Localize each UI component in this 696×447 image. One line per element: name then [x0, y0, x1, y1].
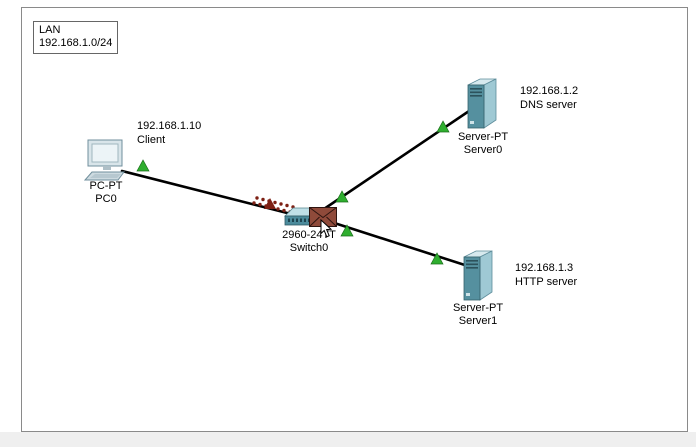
pc0-model: PC-PT	[89, 180, 123, 192]
pc-icon	[83, 139, 125, 181]
server0-model: Server-PT	[457, 131, 509, 143]
switch0-label: 2960-24TT Switch0	[259, 229, 359, 255]
pdu-envelope-icon[interactable]	[309, 207, 337, 227]
mouse-cursor-icon	[320, 219, 333, 238]
device-server0[interactable]	[464, 76, 500, 132]
link-status-up-server1	[430, 252, 444, 265]
link-status-up-server0	[436, 120, 450, 133]
server1-label: Server-PT Server1	[428, 302, 528, 328]
server1-role: HTTP server	[515, 276, 578, 288]
server-icon	[467, 78, 497, 129]
canvas-outer-margin	[0, 432, 696, 447]
pc0-annotation: 192.168.1.10 Client	[137, 119, 201, 147]
link-switch0-server0[interactable]	[319, 105, 477, 213]
server1-annotation: 192.168.1.3 HTTP server	[515, 261, 577, 289]
server0-annotation: 192.168.1.2 DNS server	[520, 84, 578, 112]
lan-note-line1: LAN	[39, 24, 61, 36]
link-pc0-switch0[interactable]	[120, 169, 301, 218]
device-server1[interactable]	[460, 248, 496, 304]
switch0-model: 2960-24TT	[282, 229, 336, 241]
server1-ip: 192.168.1.3	[515, 262, 574, 274]
link-switch0-server1[interactable]	[323, 218, 473, 269]
server0-role: DNS server	[520, 99, 577, 111]
server0-name: Server0	[463, 144, 503, 156]
link-status-up-switch0-server0	[335, 190, 349, 203]
pc0-ip: 192.168.1.10	[137, 120, 202, 132]
server0-label: Server-PT Server0	[433, 131, 533, 157]
server-icon	[463, 250, 493, 301]
link-status-up-switch0-server1	[340, 224, 354, 237]
lan-note[interactable]: LAN 192.168.1.0/24	[33, 21, 119, 54]
pc0-name: PC0	[95, 193, 117, 205]
server1-name: Server1	[458, 315, 498, 327]
pc0-role: Client	[137, 134, 166, 146]
server0-ip: 192.168.1.2	[520, 85, 579, 97]
topology-canvas[interactable]	[21, 7, 688, 432]
link-status-group	[136, 120, 450, 265]
pc0-label: PC-PT PC0	[66, 180, 146, 206]
switch0-name: Switch0	[289, 242, 329, 254]
device-pc0[interactable]	[83, 137, 130, 181]
server1-model: Server-PT	[452, 302, 504, 314]
link-status-up-pc0	[136, 159, 150, 172]
lan-note-line2: 192.168.1.0/24	[39, 37, 113, 49]
